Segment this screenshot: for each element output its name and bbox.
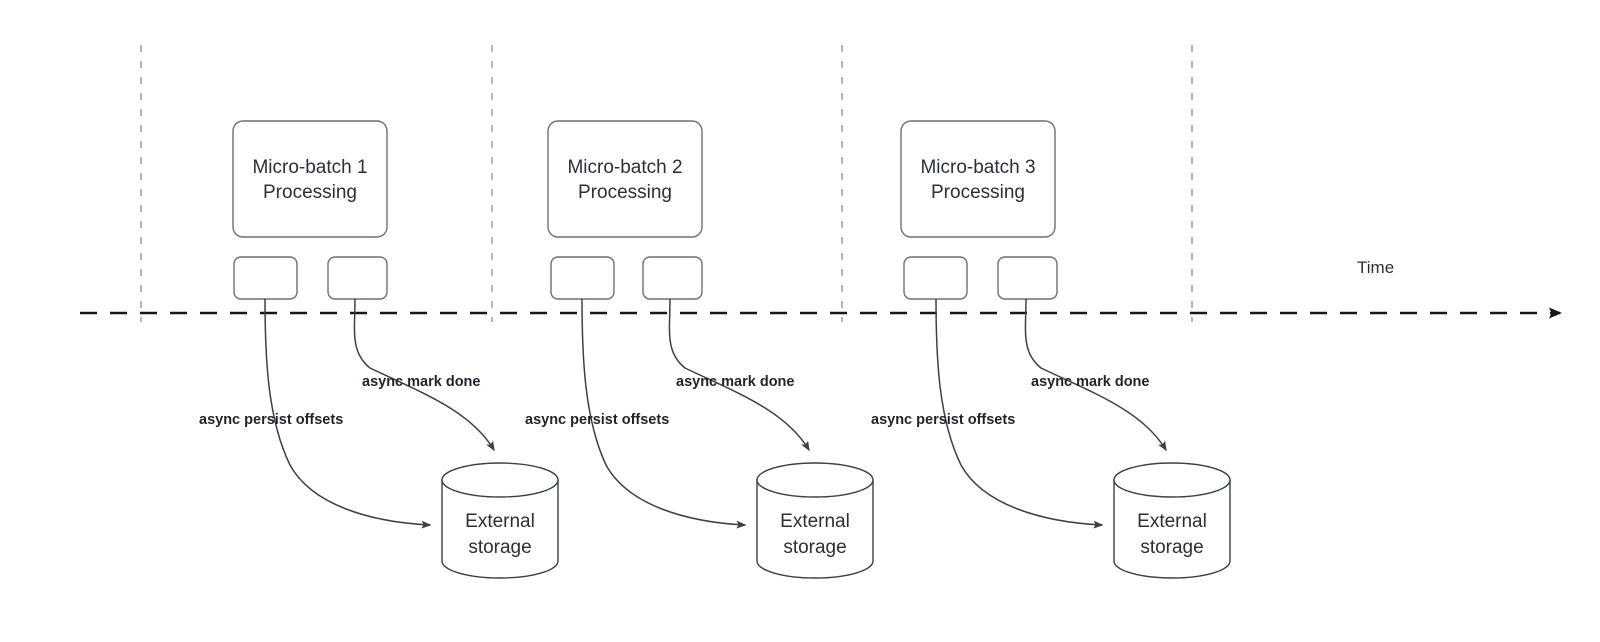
external-storage-label-2-line2: storage xyxy=(783,537,846,558)
micro-batch-group-2: Micro-batch 2 Processing async persist o… xyxy=(525,120,874,579)
micro-batch-3-box[interactable] xyxy=(900,120,1056,238)
micro-batch-2-label-line2: Processing xyxy=(578,182,672,203)
micro-batch-1-label-line1: Micro-batch 1 xyxy=(252,157,367,178)
micro-batch-3-task-box-left[interactable] xyxy=(903,256,968,300)
micro-batch-1-task-box-right[interactable] xyxy=(327,256,388,300)
persist-offsets-arrow-1 xyxy=(264,298,432,529)
micro-batch-3-label-line1: Micro-batch 3 xyxy=(920,157,1035,178)
external-storage-label-1-line1: External xyxy=(465,511,535,532)
external-storage-cylinder-1[interactable] xyxy=(441,462,559,579)
persist-offsets-label-2: async persist offsets xyxy=(525,412,669,428)
time-axis-label: Time xyxy=(1357,258,1394,277)
micro-batch-2-box[interactable] xyxy=(547,120,703,238)
micro-batch-2-task-box-left[interactable] xyxy=(550,256,615,300)
micro-batch-1-task-box-left[interactable] xyxy=(233,256,298,300)
mark-done-label-2: async mark done xyxy=(676,374,794,390)
micro-batch-1-box[interactable] xyxy=(232,120,388,238)
mark-done-arrow-1 xyxy=(353,298,495,452)
micro-batch-group-1: Micro-batch 1 Processing async persist o… xyxy=(199,120,559,579)
mark-done-label-3: async mark done xyxy=(1031,374,1149,390)
micro-batch-2-task-box-right[interactable] xyxy=(642,256,703,300)
micro-batch-3-task-box-right[interactable] xyxy=(997,256,1058,300)
persist-offsets-label-1: async persist offsets xyxy=(199,412,343,428)
mark-done-arrow-3 xyxy=(1024,298,1167,452)
persist-offsets-label-3: async persist offsets xyxy=(871,412,1015,428)
external-storage-cylinder-3[interactable] xyxy=(1113,462,1231,579)
persist-offsets-arrow-3 xyxy=(935,298,1104,529)
micro-batch-1-label-line2: Processing xyxy=(263,182,357,203)
mark-done-label-1: async mark done xyxy=(362,374,480,390)
micro-batch-2-label-line1: Micro-batch 2 xyxy=(567,157,682,178)
mark-done-arrow-2 xyxy=(668,298,810,452)
external-storage-cylinder-2[interactable] xyxy=(756,462,874,579)
tick-divider-group xyxy=(140,45,1193,322)
external-storage-label-1-line2: storage xyxy=(468,537,531,558)
external-storage-label-3-line2: storage xyxy=(1140,537,1203,558)
micro-batch-group-3: Micro-batch 3 Processing async persist o… xyxy=(871,120,1231,579)
micro-batch-3-label-line2: Processing xyxy=(931,182,1025,203)
external-storage-label-3-line1: External xyxy=(1137,511,1207,532)
persist-offsets-arrow-2 xyxy=(581,298,747,529)
external-storage-label-2-line1: External xyxy=(780,511,850,532)
